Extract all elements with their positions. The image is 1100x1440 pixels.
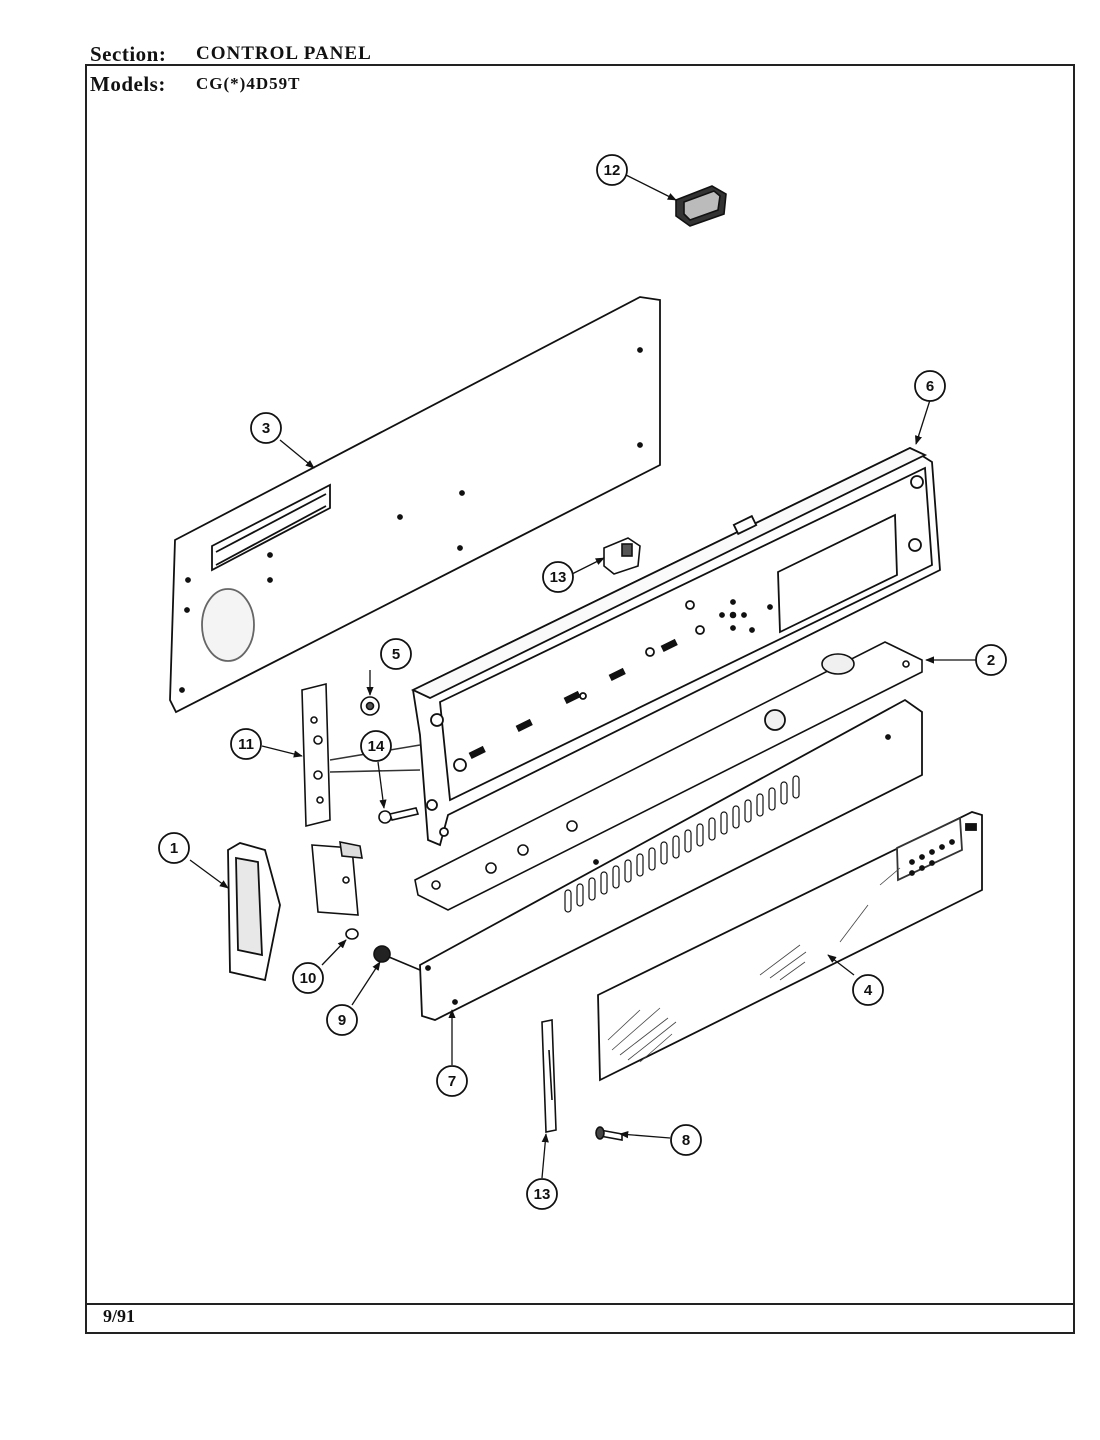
- part-6-panel-housing: [410, 446, 941, 847]
- models-label: Models:: [90, 72, 166, 96]
- section-label: Section:: [90, 42, 167, 66]
- callout-13-upper-label: 13: [550, 569, 567, 586]
- callout-13-lower: 13: [526, 1178, 558, 1210]
- part-11-bracket: [301, 682, 421, 916]
- callout-11: 11: [230, 728, 262, 760]
- part-4-glass-panel: [597, 811, 983, 1082]
- callout-14: 14: [360, 730, 392, 762]
- callout-1: 1: [158, 832, 190, 864]
- part-14-screw: [378, 807, 420, 824]
- callout-3: 3: [250, 412, 282, 444]
- callout-4-label: 4: [864, 982, 873, 999]
- models-value: CG(*)4D59T: [196, 74, 301, 93]
- callout-2: 2: [975, 644, 1007, 676]
- callout-1-label: 1: [170, 840, 178, 857]
- callout-7: 7: [436, 1065, 468, 1097]
- callout-2-label: 2: [987, 652, 995, 669]
- callout-12-label: 12: [604, 162, 621, 179]
- part-13-strip-lower: [541, 1019, 557, 1133]
- callout-12: 12: [596, 154, 628, 186]
- callout-13-lower-label: 13: [534, 1186, 551, 1203]
- callout-6: 6: [914, 370, 946, 402]
- callout-4: 4: [852, 974, 884, 1006]
- revision-date: 9/91: [103, 1306, 136, 1326]
- part-10-spacer: [345, 928, 359, 940]
- part-5-nut: [360, 696, 380, 716]
- part-12-button: [675, 185, 727, 227]
- part-1-end-trim: [227, 842, 281, 982]
- part-13-switch-upper: [603, 537, 641, 575]
- callout-11-label: 11: [238, 736, 254, 753]
- callout-9-label: 9: [338, 1012, 346, 1029]
- part-8-screw: [595, 1126, 623, 1141]
- callout-5-label: 5: [392, 646, 400, 663]
- callout-3-label: 3: [262, 420, 270, 437]
- callout-6-label: 6: [926, 378, 934, 395]
- callout-14-label: 14: [368, 738, 385, 755]
- callout-5: 5: [380, 638, 412, 670]
- callout-13-upper: 13: [542, 561, 574, 593]
- callout-7-label: 7: [448, 1073, 456, 1090]
- leader-lines: [189, 174, 976, 1179]
- callout-8: 8: [670, 1124, 702, 1156]
- callout-9: 9: [326, 1004, 358, 1036]
- part-9-knob: [373, 945, 421, 971]
- callout-10: 10: [292, 962, 324, 994]
- part-3-rear-panel: [169, 296, 661, 714]
- callout-10-label: 10: [300, 970, 317, 987]
- footer-divider: [85, 1303, 1075, 1305]
- callout-8-label: 8: [682, 1132, 690, 1149]
- part-2-trim-strip: [414, 641, 923, 911]
- part-7-vented-front-panel: [419, 698, 923, 1021]
- section-value: CONTROL PANEL: [196, 43, 372, 64]
- diagram-frame: [85, 64, 1075, 1334]
